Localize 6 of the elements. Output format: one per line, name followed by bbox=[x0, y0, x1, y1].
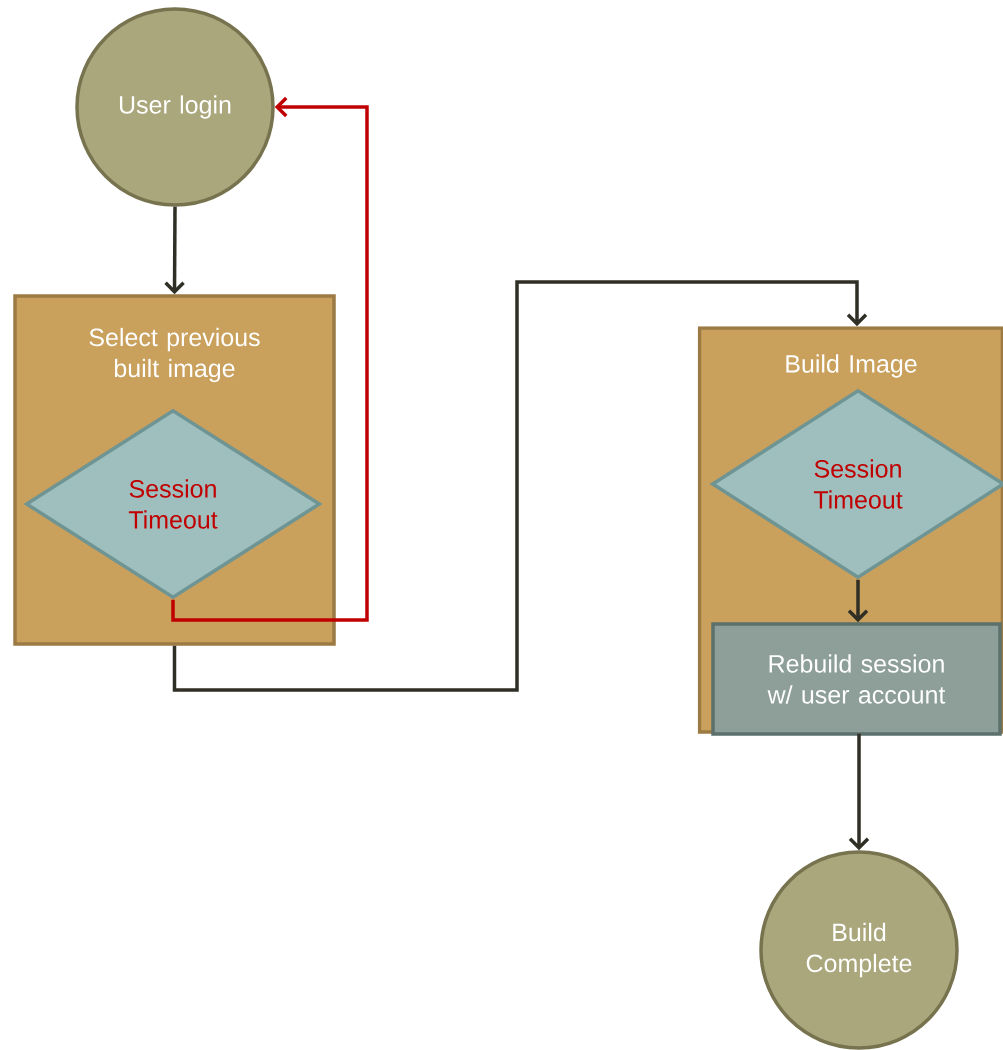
arrow bbox=[172, 280, 868, 692]
arrow bbox=[164, 206, 185, 295]
process-box: Rebuild session w/ user account bbox=[711, 622, 1002, 736]
arrow bbox=[171, 96, 369, 622]
arrow bbox=[847, 579, 869, 623]
arrow bbox=[848, 733, 870, 851]
